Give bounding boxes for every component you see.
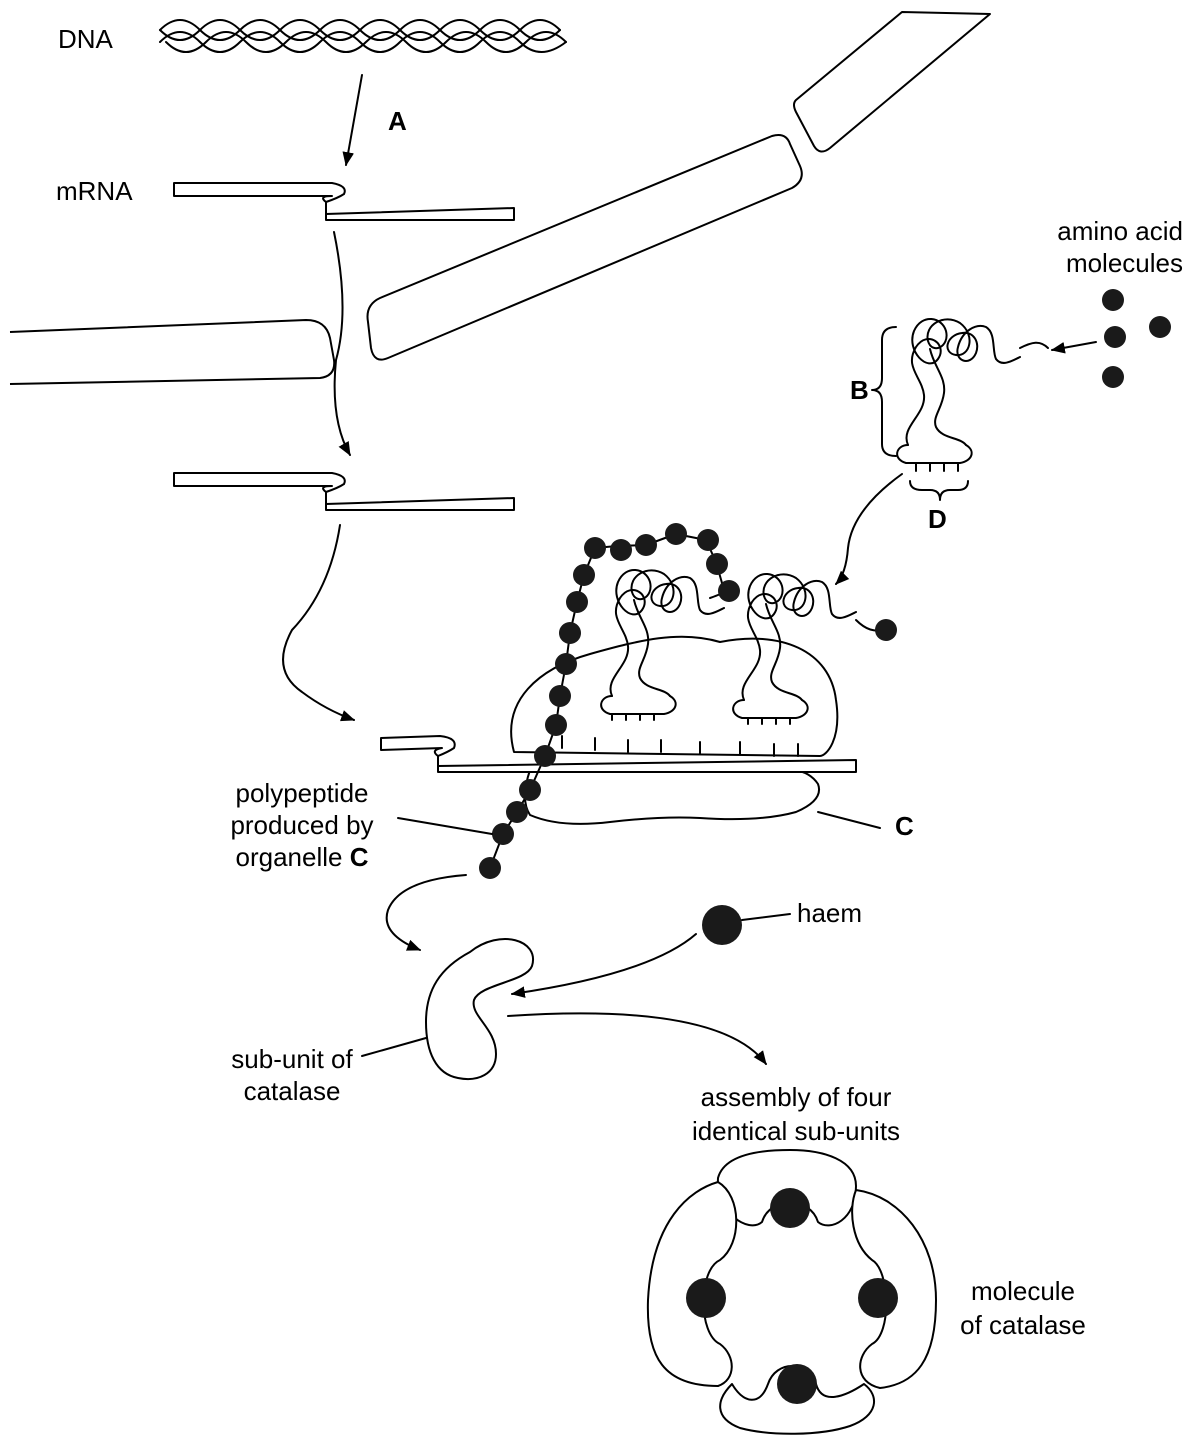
dna-label: DNA [58, 24, 114, 54]
organelle-c-label: C [895, 811, 914, 841]
trna-molecule-b [897, 319, 1048, 471]
polypeptide-pointer [398, 818, 492, 834]
trna-b-label: B [850, 375, 869, 405]
anticodon-d-label: D [928, 504, 947, 534]
amino-acid [1102, 289, 1124, 311]
amino-acid [1102, 366, 1124, 388]
haem-binding-arrow [512, 934, 696, 994]
ribosome-small-subunit [525, 770, 819, 824]
bracket-b [872, 327, 896, 456]
step-a-label: A [388, 106, 407, 136]
subunit-label-line1: sub-unit of [231, 1044, 353, 1074]
amino-acid [1104, 326, 1126, 348]
molecule-label-line2: of catalase [960, 1310, 1086, 1340]
catalase-molecule [648, 1150, 936, 1434]
amino-acid [1149, 316, 1171, 338]
assembly-arrow [508, 1013, 766, 1064]
haem-label: haem [797, 898, 862, 928]
haem-pointer [742, 914, 790, 920]
mrna-to-ribosome-arrow [283, 525, 354, 720]
haem-group [686, 1278, 726, 1318]
mrna-strand-cytoplasm [174, 473, 514, 510]
catalase-subunit [426, 939, 533, 1079]
assembly-label-line1: assembly of four [701, 1082, 892, 1112]
polypeptide-folding-arrow [387, 875, 466, 950]
amino-acid-attach-arrow [1052, 342, 1096, 350]
haem-group [770, 1188, 810, 1228]
amino-acid-molecules [1102, 289, 1171, 388]
mrna-strand-nucleus [174, 183, 514, 220]
haem-group [858, 1278, 898, 1318]
transcription-arrow [346, 75, 362, 165]
polypeptide-label-line2: produced by [230, 810, 373, 840]
haem-group [777, 1364, 817, 1404]
dna-helix [160, 20, 566, 52]
trna-to-ribosome-arrow [836, 474, 902, 584]
amino-acid-label-line2: molecules [1066, 248, 1183, 278]
molecule-label-line1: molecule [971, 1276, 1075, 1306]
subunit-pointer [362, 1038, 426, 1056]
mrna-label: mRNA [56, 176, 133, 206]
polypeptide-label-line1: polypeptide [236, 778, 369, 808]
amino-acid-label-line1: amino acid [1057, 216, 1183, 246]
nuclear-envelope [10, 12, 990, 384]
haem-group [702, 905, 742, 945]
assembly-label-line2: identical sub-units [692, 1116, 900, 1146]
incoming-amino-acid [875, 619, 897, 641]
subunit-label-line2: catalase [244, 1076, 341, 1106]
polypeptide-label-line3: organelle C [236, 842, 369, 872]
ribosome-organelle-c [381, 570, 897, 824]
organelle-c-pointer [818, 812, 880, 828]
mrna-export-arrow [334, 232, 350, 455]
bracket-d [910, 481, 968, 500]
